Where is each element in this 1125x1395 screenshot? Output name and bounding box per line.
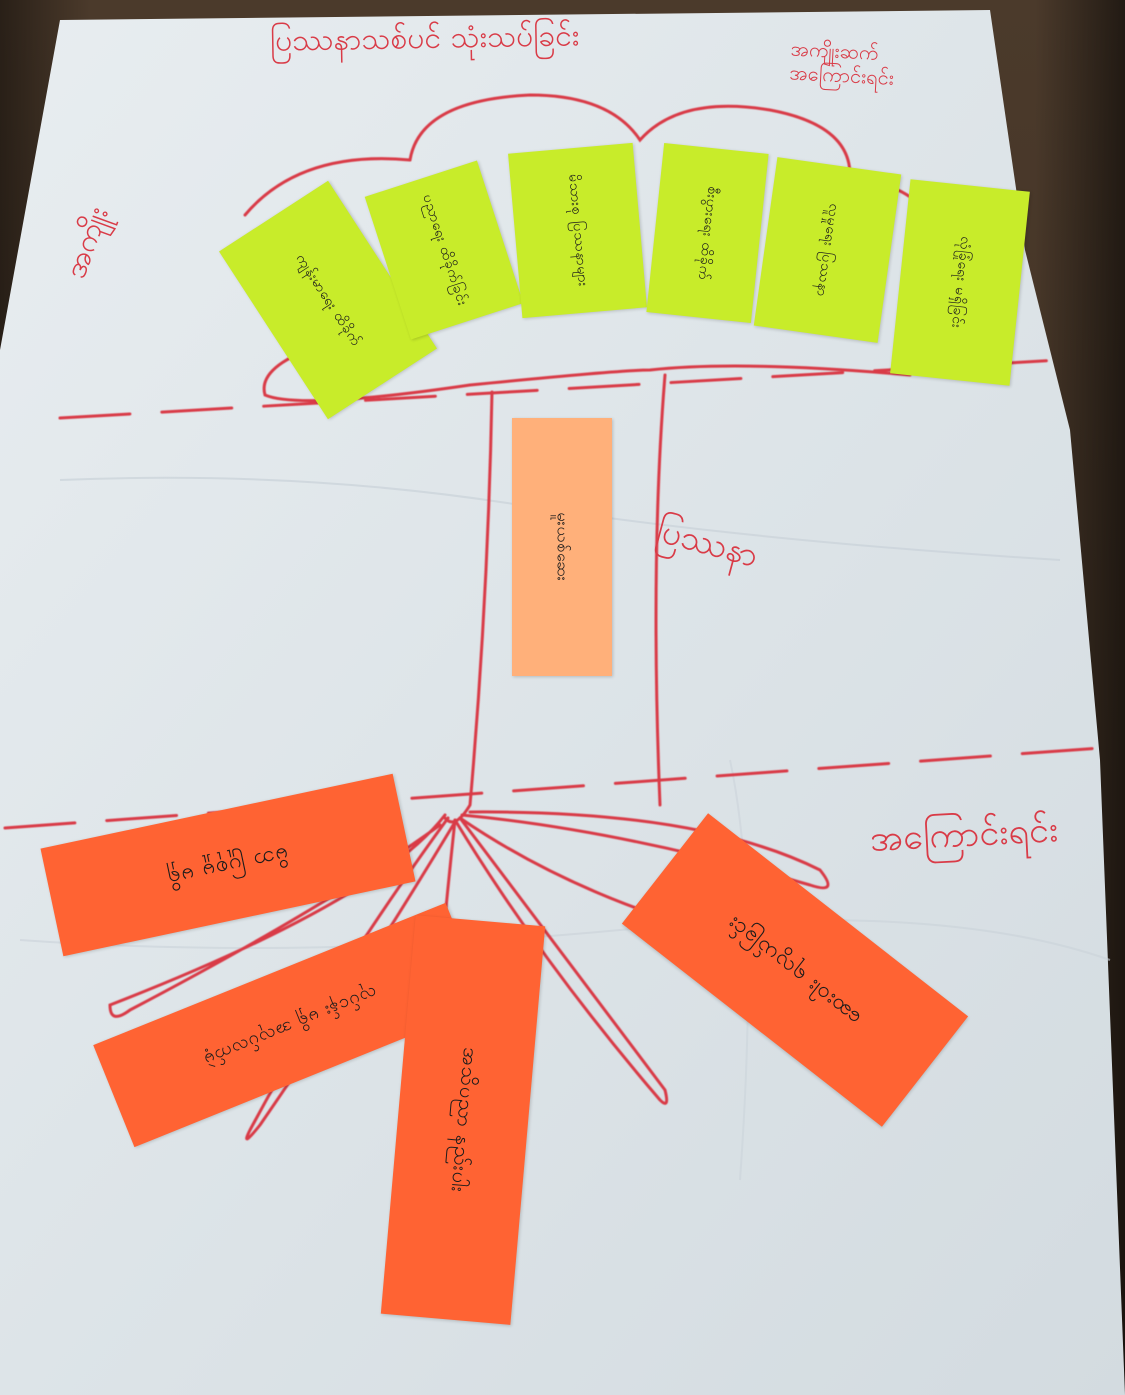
leaf-note-text: ပညာရေး ထိခိုက်ခြင်း [418,191,471,308]
roots-label: အကြောင်းရင်း [868,809,1060,860]
leaf-note-text: လူမှုရေး ပြဿနာ [813,202,843,298]
leaf-note: မိသားစု ပြဿနာများ [508,142,647,319]
root-note-text: မိဘ ပြုစုမှု မရှိ [165,840,292,892]
leaf-note-text: လုံခြုံရေး မရှိခြင်း [947,235,974,330]
canopy-outline [243,157,412,217]
canopy-outline [468,364,912,387]
root-note-text: လုပ်ငန်း မရှိ အလုပ်လက်မဲ့ [200,981,381,1071]
root-note-text: ဆေးဝါး ရလွယ်ခြင်း [722,910,867,1031]
leaf-note: စီးပွားရေး ထိခိုက် [646,142,769,324]
leaf-note: လူမှုရေး ပြဿနာ [753,157,902,343]
root-note-text: အသိပညာ နည်းပါး [446,1046,484,1194]
root-line [460,810,830,890]
leaf-note: လုံခြုံရေး မရှိခြင်း [890,179,1030,386]
chart-title: ပြဿနာသစ်ပင် သုံးသပ်ခြင်း [269,18,580,59]
leaf-note-text: ကျန်းမာရေး ထိခိုက် [292,250,365,350]
lower-dashed-line [3,746,1102,830]
leaf-note-text: မိသားစု ပြဿနာများ [565,173,591,288]
leaf-note-text: စီးပွားရေး ထိခိုက် [695,185,721,281]
paper-wrinkle [19,919,1111,961]
trunk-note-text: မူးယစ်ဆေး [553,512,573,582]
trunk-left-line [443,390,494,824]
trunk-note: မူးယစ်ဆေး [512,418,612,676]
corner-note: အကျိုးဆက် အကြောင်းရင်း [788,36,895,90]
trunk-right-line [654,373,667,807]
